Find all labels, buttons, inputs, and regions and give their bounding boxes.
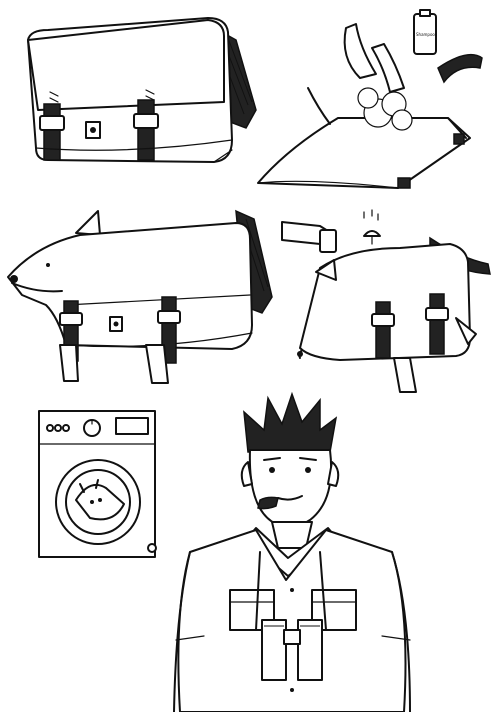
messenger-bag-icon bbox=[27, 17, 257, 163]
button-icon bbox=[46, 424, 54, 432]
washing-machine-icon bbox=[38, 410, 157, 558]
dog-washing-icon: Shampoo bbox=[257, 9, 483, 189]
dog-bag-panel bbox=[6, 205, 276, 395]
spray-bottle-icon bbox=[281, 209, 491, 393]
bag-spray-panel bbox=[280, 208, 495, 398]
display-icon bbox=[115, 417, 149, 435]
messenger-bag-panel bbox=[18, 10, 258, 180]
dog-bag-icon bbox=[7, 209, 273, 384]
explorer-panel bbox=[160, 390, 495, 712]
binoculars-icon bbox=[261, 619, 287, 681]
man-with-pipe-icon bbox=[173, 391, 411, 712]
washing-dog-panel: Shampoo bbox=[248, 8, 488, 198]
shampoo-label: Shampoo bbox=[416, 32, 435, 37]
washing-machine-panel bbox=[36, 408, 158, 560]
left-pocket-icon bbox=[229, 589, 275, 631]
